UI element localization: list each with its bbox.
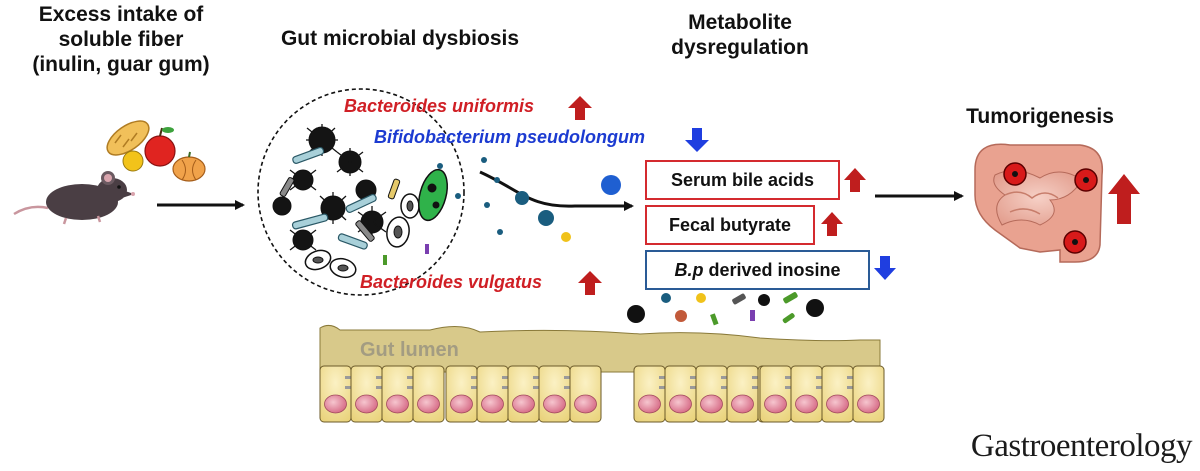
cell-nucleus: [731, 394, 754, 414]
cell-nucleus: [764, 394, 787, 414]
metabolite-label: Fecal butyrate: [668, 214, 792, 235]
cell-nucleus: [355, 394, 378, 414]
bread-icon: [106, 120, 150, 156]
epithelial-cell: [821, 365, 854, 423]
epithelial-cell: [569, 365, 602, 423]
fiber-line-1: Excess intake of: [38, 3, 204, 26]
arrow-microbes-to-metabolites: [479, 170, 634, 211]
cell-nucleus: [417, 394, 440, 414]
cell-nucleus: [450, 394, 473, 414]
cell-nucleus: [638, 394, 661, 414]
apple-icon: [144, 135, 176, 167]
bacteria-change-arrows: [568, 96, 709, 295]
metabolite-line-2: dysregulation: [671, 36, 809, 60]
metabolite-change-arrows: [821, 168, 896, 280]
green-bacterium: [418, 168, 448, 222]
fiber-line-3: (inulin, guar gum): [32, 53, 210, 77]
fiber-line-2: soluble fiber: [58, 28, 184, 52]
bifidobacterium-pseudolongum-label: Bifidobacterium pseudolongum: [374, 127, 646, 147]
cell-nucleus: [574, 394, 597, 414]
metabolite-label-italic: B.p: [674, 259, 704, 280]
epithelial-cell: [695, 365, 728, 423]
epithelial-cell: [852, 365, 885, 423]
metabolite-box-bile-acids: Serum bile acids: [645, 160, 840, 200]
epithelial-cell: [445, 365, 478, 423]
metabolite-label: Serum bile acids: [670, 169, 815, 190]
metabolite-box-butyrate: Fecal butyrate: [645, 205, 815, 245]
up-arrow-icon: [821, 212, 843, 236]
journal-logo: Gastroenterology: [970, 428, 1193, 464]
mucus-layer: [319, 324, 881, 373]
intestine-tumor-icon: [974, 143, 1140, 263]
cell-nucleus: [700, 394, 723, 414]
epithelial-cell: [790, 365, 823, 423]
cell-nucleus: [543, 394, 566, 414]
cell-nucleus: [512, 394, 535, 414]
cell-nucleus: [324, 394, 347, 414]
cell-nucleus: [386, 394, 409, 414]
epithelial-cell: [507, 365, 540, 423]
bacteroides-vulgatus-label: Bacteroides vulgatus: [360, 272, 543, 292]
up-arrow-icon: [578, 271, 602, 295]
down-arrow-icon: [874, 256, 896, 280]
cell-nucleus: [669, 394, 692, 414]
epithelial-cell: [759, 365, 792, 423]
metabolite-particles: [481, 157, 621, 242]
food-icons: [106, 120, 206, 182]
orange-icon: [122, 150, 144, 172]
epithelial-cell: [412, 365, 445, 423]
stage-title-fiber: Excess intake of soluble fiber (inulin, …: [0, 2, 242, 78]
cell-nucleus: [857, 394, 880, 414]
up-arrow-icon: [844, 168, 866, 192]
cell-nucleus: [795, 394, 818, 414]
stage-title-dysbiosis: Gut microbial dysbiosis: [280, 27, 520, 50]
bacteroides-uniformis-label: Bacteroides uniformis: [344, 96, 535, 116]
epithelial-cell: [319, 365, 352, 423]
metabolite-line-1: Metabolite: [688, 11, 792, 34]
up-arrow-icon: [1108, 174, 1140, 224]
epithelial-cell: [538, 365, 571, 423]
mouse-icon: [13, 171, 135, 225]
down-arrow-icon: [685, 128, 709, 152]
stage-title-metabolite: Metabolite dysregulation: [620, 10, 860, 60]
epithelial-cell: [726, 365, 759, 423]
epithelial-cell: [350, 365, 383, 423]
epithelial-cell: [664, 365, 697, 423]
cell-nucleus: [826, 394, 849, 414]
pumpkin-icon: [172, 156, 206, 182]
metabolite-label: derived inosine: [703, 259, 841, 280]
epithelial-cell: [381, 365, 414, 423]
cell-nucleus: [481, 394, 504, 414]
gut-lumen-label: Gut lumen: [360, 339, 459, 361]
epithelial-cell: [476, 365, 509, 423]
epithelial-cell: [633, 365, 666, 423]
lumen-metabolites: [627, 292, 824, 326]
up-arrow-icon: [568, 96, 592, 120]
gut-epithelium: [319, 324, 885, 423]
microbes: [272, 124, 461, 279]
metabolite-box-inosine: B.p derived inosine: [645, 250, 870, 290]
stage-title-tumorigenesis: Tumorigenesis: [966, 105, 1114, 128]
